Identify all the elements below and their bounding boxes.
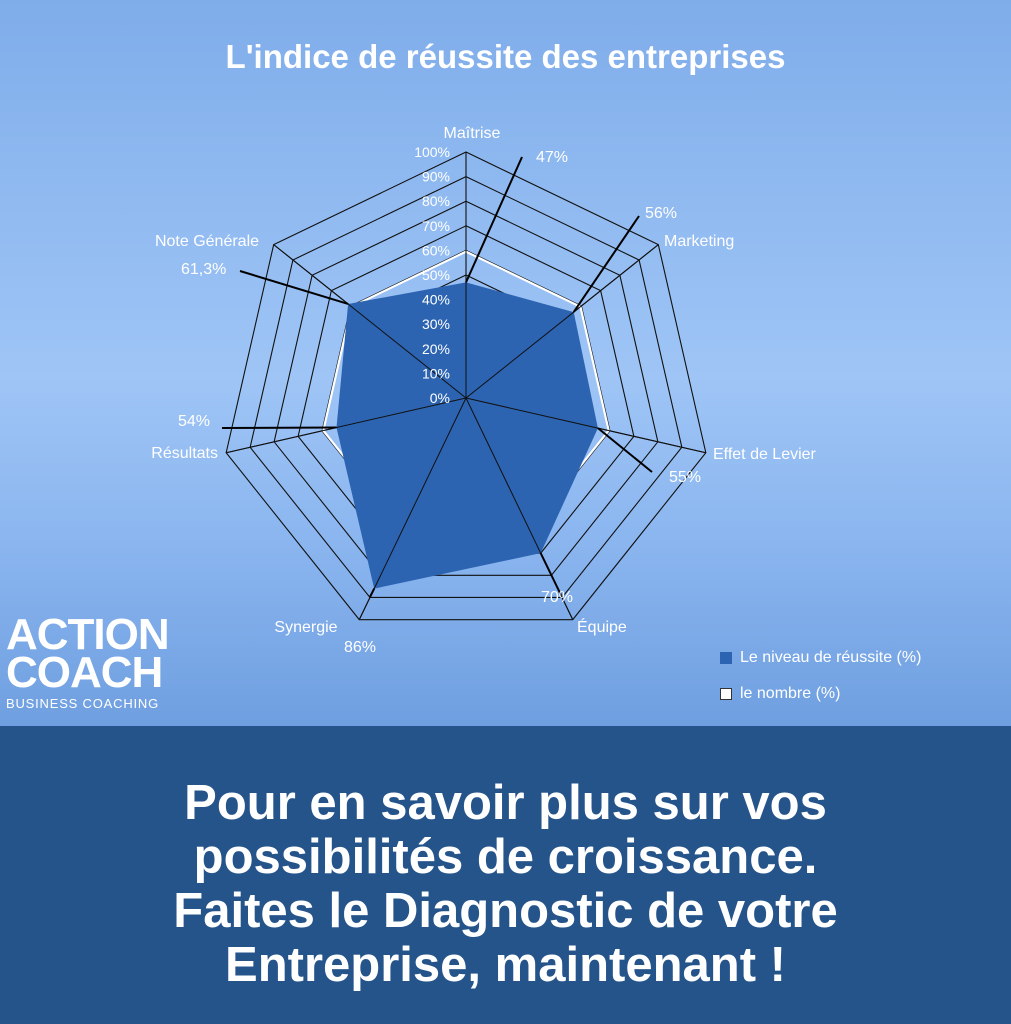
category-label-6: Note Générale xyxy=(155,233,259,250)
actioncoach-logo: ACTION COACH BUSINESS COACHING xyxy=(6,610,170,712)
r-tick-label-40: 40% xyxy=(422,292,450,308)
cta-text: Pour en savoir plus sur vos possibilités… xyxy=(0,776,1011,992)
category-label-5: Résultats xyxy=(151,445,218,462)
legend-swatch-outline xyxy=(720,688,732,700)
chart-legend: Le niveau de réussite (%) le nombre (%) xyxy=(720,646,921,718)
spoke-overlay-4 xyxy=(358,397,467,620)
value-leader-1 xyxy=(572,215,640,313)
legend-item-niveau: Le niveau de réussite (%) xyxy=(720,646,921,670)
series-niveau-area xyxy=(336,282,598,589)
cta-line-4: Entreprise, maintenant ! xyxy=(225,938,786,992)
logo-tagline: BUSINESS COACHING xyxy=(6,696,160,711)
r-tick-label-100: 100% xyxy=(414,144,450,160)
cta-banner xyxy=(0,726,1011,1024)
legend-label-nombre: le nombre (%) xyxy=(740,685,841,702)
category-label-0: Maîtrise xyxy=(444,125,501,142)
spoke-overlay-2 xyxy=(465,397,706,454)
cta-line-3: Faites le Diagnostic de votre xyxy=(173,884,838,938)
spoke-overlay-5 xyxy=(226,397,467,454)
r-tick-label-50: 50% xyxy=(422,267,450,283)
logo-line-2: COACH xyxy=(6,648,163,697)
r-tick-label-30: 30% xyxy=(422,316,450,332)
spoke-overlay-6 xyxy=(273,244,467,399)
r-tick-label-0: 0% xyxy=(430,390,450,406)
value-label-4: 86% xyxy=(344,639,376,656)
value-leader-3 xyxy=(539,552,562,596)
value-label-0: 47% xyxy=(536,149,568,166)
value-leader-4 xyxy=(369,588,376,598)
r-tick-label-60: 60% xyxy=(422,242,450,258)
r-tick-label-90: 90% xyxy=(422,169,450,185)
r-tick-label-80: 80% xyxy=(422,193,450,209)
category-label-4: Synergie xyxy=(274,619,337,636)
value-label-2: 55% xyxy=(669,469,701,486)
logo-line-1: ACTION xyxy=(6,610,170,659)
value-label-1: 56% xyxy=(645,205,677,222)
value-label-6: 61,3% xyxy=(181,261,226,278)
spoke-overlay-1 xyxy=(465,244,659,399)
r-tick-label-10: 10% xyxy=(422,365,450,381)
value-leader-0 xyxy=(465,156,523,283)
category-label-1: Marketing xyxy=(664,233,734,250)
value-label-3: 70% xyxy=(541,589,573,606)
legend-item-nombre: le nombre (%) xyxy=(720,682,921,706)
cta-line-2: possibilités de croissance. xyxy=(193,830,818,884)
category-label-3: Équipe xyxy=(577,617,627,636)
legend-label-niveau: Le niveau de réussite (%) xyxy=(740,649,922,666)
cta-line-1: Pour en savoir plus sur vos xyxy=(184,776,827,830)
value-label-5: 54% xyxy=(178,413,210,430)
value-leader-6 xyxy=(239,270,349,305)
r-tick-label-70: 70% xyxy=(422,218,450,234)
category-label-2: Effet de Levier xyxy=(713,446,817,463)
chart-title: L'indice de réussite des entreprises xyxy=(225,38,786,75)
legend-swatch-filled xyxy=(720,652,732,664)
r-tick-label-20: 20% xyxy=(422,341,450,357)
grid-ring-90 xyxy=(249,175,683,599)
value-leader-2 xyxy=(597,427,653,473)
grid-ring-80 xyxy=(273,200,659,576)
radar-chart: 0% 10% 20% 30% 40% 50% 60% 70% 80% 90% 100% Maîtris… xyxy=(151,125,817,656)
